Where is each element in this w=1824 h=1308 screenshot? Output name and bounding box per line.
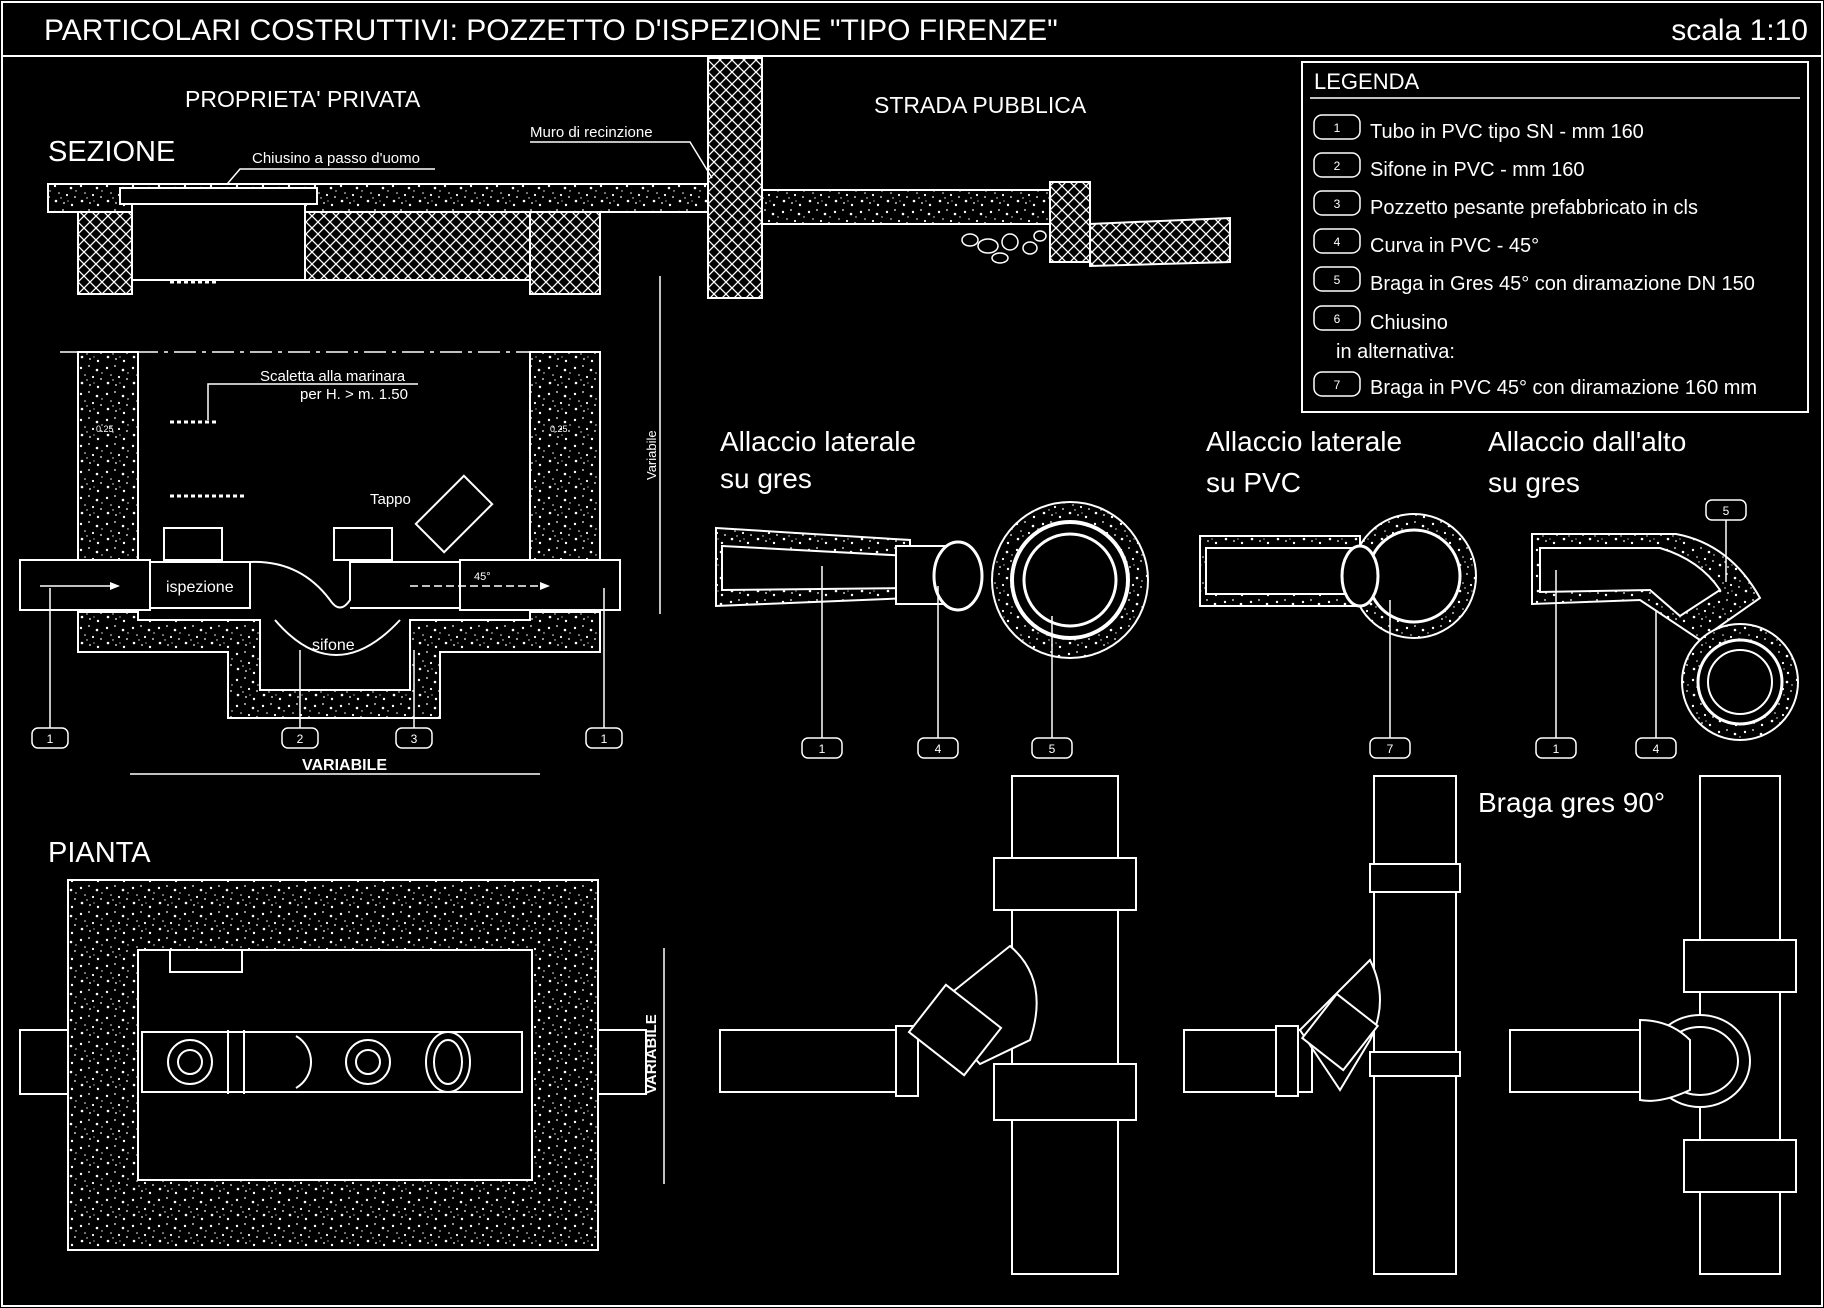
wall-thickness-right: 0.25: [550, 424, 568, 434]
callout-3: 3: [411, 732, 418, 746]
road-base: [1089, 216, 1231, 268]
legend-num-2: 2: [1334, 159, 1341, 173]
inspection-fitting: [149, 561, 251, 609]
legend-box: [1301, 61, 1809, 413]
curb: [1049, 181, 1091, 263]
pvc-title-line1: Allaccio laterale: [1206, 426, 1402, 457]
trap-label: sifone: [312, 637, 355, 654]
ladder-leader: [207, 383, 418, 420]
ladder-label-line1: Scaletta alla marinara: [260, 368, 406, 385]
manhole-cover: [119, 187, 318, 205]
road-slab: [761, 189, 1055, 225]
callout-1a: 1: [47, 732, 54, 746]
legend-text-1: Tubo in PVC tipo SN - mm 160: [1370, 121, 1644, 143]
shaft-wall-left: [77, 211, 133, 295]
section-main-view: Scaletta alla marinara per H. > m. 1.50 …: [19, 276, 661, 775]
section-title: SEZIONE: [48, 136, 175, 168]
legend-text-2: Sifone in PVC - mm 160: [1370, 159, 1585, 181]
angle-label: 45°: [474, 571, 491, 583]
gres-title-line2: su gres: [720, 463, 812, 494]
cap-label: Tappo: [370, 491, 411, 508]
legend-num-6: 6: [1334, 312, 1341, 326]
callout-2: 2: [297, 732, 304, 746]
legend-text-7: Braga in PVC 45° con diramazione 160 mm: [1370, 377, 1757, 399]
width-label: VARIABILE: [302, 757, 387, 774]
detail-gres-lateral: 1 4 5: [715, 501, 1149, 759]
branch-fitting: [414, 474, 494, 554]
legend-alternative: in alternativa:: [1336, 341, 1455, 363]
gres-callout-1: 1: [819, 742, 826, 756]
sheet-title: PARTICOLARI COSTRUTTIVI: POZZETTO D'ISPE…: [44, 14, 1058, 47]
gres-callout-4: 4: [935, 742, 942, 756]
trap-cap: [333, 527, 393, 561]
elevation-gres-45: [719, 775, 1137, 1275]
legend: LEGENDA 1 Tubo in PVC tipo SN - mm 160 2…: [1301, 61, 1809, 413]
legend-num-1: 1: [1334, 121, 1341, 135]
gres-callout-5: 5: [1049, 742, 1056, 756]
legend-items: 1 Tubo in PVC tipo SN - mm 160 2 Sifone …: [1313, 114, 1757, 399]
gravel: [961, 230, 1047, 264]
section-callouts: 1 2 3 1: [31, 588, 623, 749]
plan-height-label: VARIABILE: [643, 1014, 660, 1094]
elevation-gres-90: [1509, 775, 1797, 1275]
plan-title: PIANTA: [48, 837, 151, 869]
shaft-wall-right: [529, 211, 601, 295]
top-callout-5: 5: [1723, 504, 1730, 518]
flow-arrow-in-head: [110, 582, 120, 590]
manhole-cover-label: Chiusino a passo d'uomo: [252, 150, 420, 167]
ladder-label-line2: per H. > m. 1.50: [300, 386, 408, 403]
elevation-pvc-45: [1183, 775, 1461, 1275]
top-callout-1: 1: [1553, 742, 1560, 756]
plan-inlet-pipe: [19, 1029, 69, 1095]
plan-fittings: [167, 1030, 471, 1094]
pvc-callout-7: 7: [1387, 742, 1394, 756]
inspection-label: ispezione: [166, 579, 234, 596]
plan-outlet-pipe: [597, 1029, 647, 1095]
legend-title: LEGENDA: [1314, 69, 1419, 94]
scale-label: scala 1:10: [1671, 14, 1808, 47]
legend-num-7: 7: [1334, 378, 1341, 392]
private-property-label: PROPRIETA' PRIVATA: [185, 86, 421, 112]
detail-pvc-lateral: 7: [1199, 513, 1477, 759]
legend-num-4: 4: [1334, 235, 1341, 249]
pvc-title-line2: su PVC: [1206, 467, 1301, 498]
legend-num-3: 3: [1334, 197, 1341, 211]
callout-1b: 1: [601, 732, 608, 746]
gres90-title: Braga gres 90°: [1478, 787, 1665, 818]
legend-text-3: Pozzetto pesante prefabbricato in cls: [1370, 197, 1698, 219]
shaft-slab-right: [304, 211, 531, 281]
top-title-line1: Allaccio dall'alto: [1488, 426, 1686, 457]
top-callout-4: 4: [1653, 742, 1660, 756]
trap-pipe: [249, 560, 461, 609]
public-road-label: STRADA PUBBLICA: [874, 92, 1087, 118]
legend-text-4: Curva in PVC - 45°: [1370, 235, 1539, 257]
inlet-pipe: [19, 559, 151, 611]
plan-pipe-run: [141, 1031, 523, 1093]
ladder-rungs: [170, 420, 246, 498]
plan-view: PIANTA VARIABILE: [19, 837, 665, 1251]
flow-arrow-out-head: [540, 582, 550, 590]
gres-title-line1: Allaccio laterale: [720, 426, 916, 457]
detail-top-gres: 1 4 5: [1531, 499, 1799, 759]
height-label: Variabile: [644, 430, 659, 480]
legend-num-5: 5: [1334, 273, 1341, 287]
plan-ladder: [169, 949, 243, 973]
section-base: [77, 611, 601, 719]
trap-bowl: [274, 619, 401, 656]
wall-label: Muro di recinzione: [530, 124, 653, 141]
section-top-view: PROPRIETA' PRIVATA STRADA PUBBLICA SEZIO…: [47, 57, 1231, 299]
legend-text-6: Chiusino: [1370, 312, 1448, 334]
boundary-wall: [707, 57, 763, 299]
wall-thickness-left: 0.25: [96, 424, 114, 434]
legend-text-5: Braga in Gres 45° con diramazione DN 150: [1370, 273, 1755, 295]
top-title-line2: su gres: [1488, 467, 1580, 498]
manhole-opening: [131, 195, 306, 281]
inspection-cap: [163, 527, 223, 561]
wall-leader: [530, 141, 713, 179]
